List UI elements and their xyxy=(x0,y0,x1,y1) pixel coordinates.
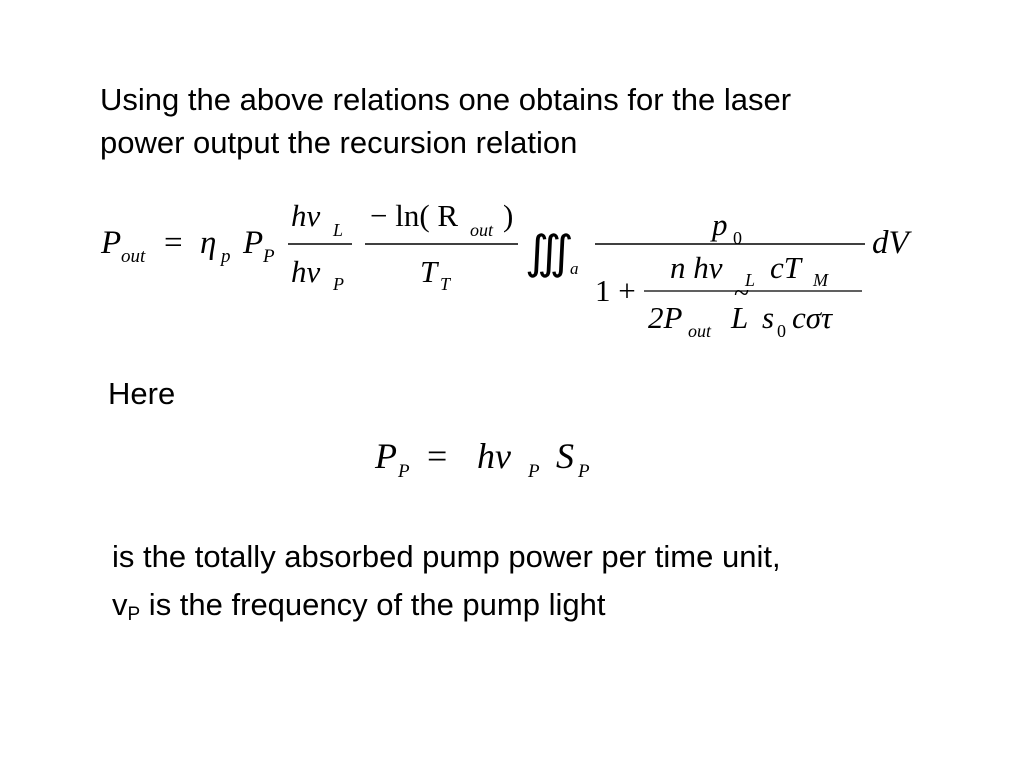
description-paragraph: is the totally absorbed pump power per t… xyxy=(112,533,992,629)
inner-den-rest: cστ xyxy=(792,300,834,335)
inner-num: n hν xyxy=(670,250,723,285)
eq2-lhs: P xyxy=(374,436,397,476)
frac1-num-sub: L xyxy=(332,220,343,240)
description-line-2: vP is the frequency of the pump light xyxy=(112,581,992,629)
eq1-eta: η xyxy=(200,225,216,261)
inner-den-s-sub: 0 xyxy=(777,321,786,341)
eq2-s-sub: P xyxy=(577,461,590,482)
inner-den-s: s xyxy=(762,300,774,335)
eq1-lhs-sub: out xyxy=(121,246,146,267)
eq2-h: hν xyxy=(477,436,511,476)
eq1-eta-sub: p xyxy=(219,246,231,267)
inner-num-rest: cT xyxy=(770,250,804,285)
description-line-1: is the totally absorbed pump power per t… xyxy=(112,539,781,574)
eq1-pp: P xyxy=(242,225,263,261)
inner-den-tilde: ~ xyxy=(734,278,749,309)
pump-power-equation: P P = hν P S P xyxy=(374,436,590,482)
frac2-num-close: ) xyxy=(503,198,513,233)
inner-num-sub: L xyxy=(744,270,755,290)
inner-num-rest-sub: M xyxy=(812,270,829,290)
eq2-h-sub: P xyxy=(527,461,540,482)
one-plus: 1 + xyxy=(595,273,636,308)
eq1-lhs: P xyxy=(100,225,121,261)
frac2-num: − ln( R xyxy=(370,198,458,233)
frac1-num: hν xyxy=(291,198,321,233)
inner-den-a-sub: out xyxy=(688,321,712,341)
eq2-equals: = xyxy=(427,436,447,476)
eq1-pp-sub: P xyxy=(262,246,275,267)
eq2-s: S xyxy=(556,436,574,476)
frac3-num-sub: 0 xyxy=(733,228,742,248)
inner-den-a: 2P xyxy=(648,300,683,335)
frac2-num-sub: out xyxy=(470,220,494,240)
nu-p-subscript: P xyxy=(127,604,141,625)
eq1-equals: = xyxy=(164,225,183,261)
frac2-den: T xyxy=(420,254,440,289)
eq1-dv: dV xyxy=(872,225,913,261)
triple-integral-sign: ∭ xyxy=(525,227,574,278)
description-line-2-text: is the frequency of the pump light xyxy=(140,587,606,622)
frac1-den: hν xyxy=(291,254,321,289)
inner-den-L: L xyxy=(730,300,748,335)
frac1-den-sub: P xyxy=(332,274,344,294)
frac3-num: p xyxy=(710,207,728,242)
intro-line-2: power output the recursion relation xyxy=(100,125,578,160)
intro-line-1: Using the above relations one obtains fo… xyxy=(100,82,792,117)
nu-p-variable: v xyxy=(112,587,128,622)
eq2-lhs-sub: P xyxy=(397,461,410,482)
integral-sub: a xyxy=(570,259,579,278)
laser-power-equation: P out = η p P P hν L hν P − ln( R out ) … xyxy=(100,198,913,341)
frac2-den-sub: T xyxy=(440,274,452,294)
intro-paragraph: Using the above relations one obtains fo… xyxy=(100,78,980,164)
here-label: Here xyxy=(108,376,176,411)
